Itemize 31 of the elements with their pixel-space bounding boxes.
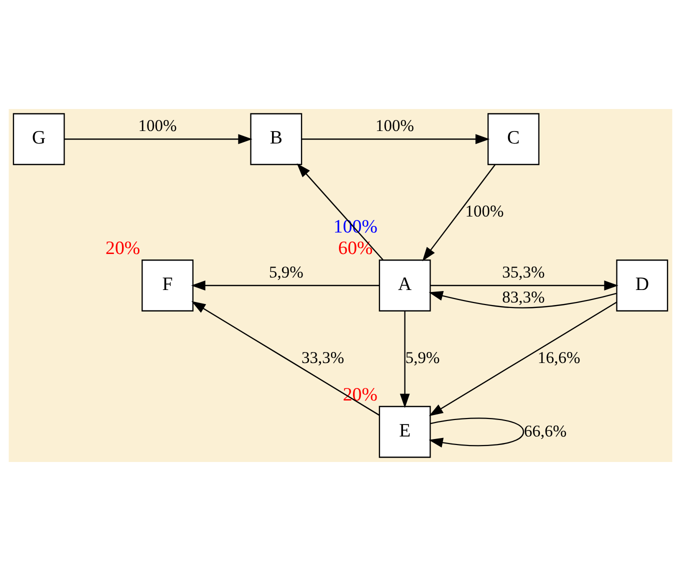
arrow bbox=[430, 280, 618, 290]
edge-label: 35,3% bbox=[502, 262, 545, 282]
arrow bbox=[296, 163, 384, 260]
edge-label: 16,6% bbox=[538, 348, 580, 368]
node-label: 20% bbox=[342, 384, 378, 406]
edge-label: 100% bbox=[465, 202, 504, 221]
node-box: D bbox=[616, 260, 668, 312]
edge-label: 83,3% bbox=[502, 287, 545, 306]
node-box: B bbox=[250, 113, 302, 166]
arrow bbox=[191, 280, 380, 290]
edge-label: 5,9% bbox=[405, 348, 440, 368]
arrow bbox=[422, 164, 496, 262]
arrow bbox=[302, 134, 490, 144]
edge-label: 33,3% bbox=[301, 348, 344, 368]
node-label: 20% bbox=[106, 238, 140, 259]
arrow bbox=[428, 418, 524, 448]
edge-label: 66,6% bbox=[524, 421, 567, 440]
edge-label: 100% bbox=[376, 116, 414, 136]
arrow bbox=[428, 302, 618, 416]
node-label: 60% bbox=[338, 238, 373, 259]
arrow bbox=[400, 311, 410, 408]
arrow bbox=[428, 290, 616, 308]
node-box: E bbox=[378, 406, 431, 458]
node-box: G bbox=[12, 113, 65, 166]
node-box: C bbox=[487, 113, 540, 166]
edge-label: 100% bbox=[138, 116, 177, 136]
node-box: A bbox=[378, 260, 431, 312]
arrow bbox=[64, 134, 252, 144]
node-box: F bbox=[142, 260, 194, 312]
arrow bbox=[191, 301, 380, 416]
edge-label: 5,9% bbox=[268, 262, 304, 282]
